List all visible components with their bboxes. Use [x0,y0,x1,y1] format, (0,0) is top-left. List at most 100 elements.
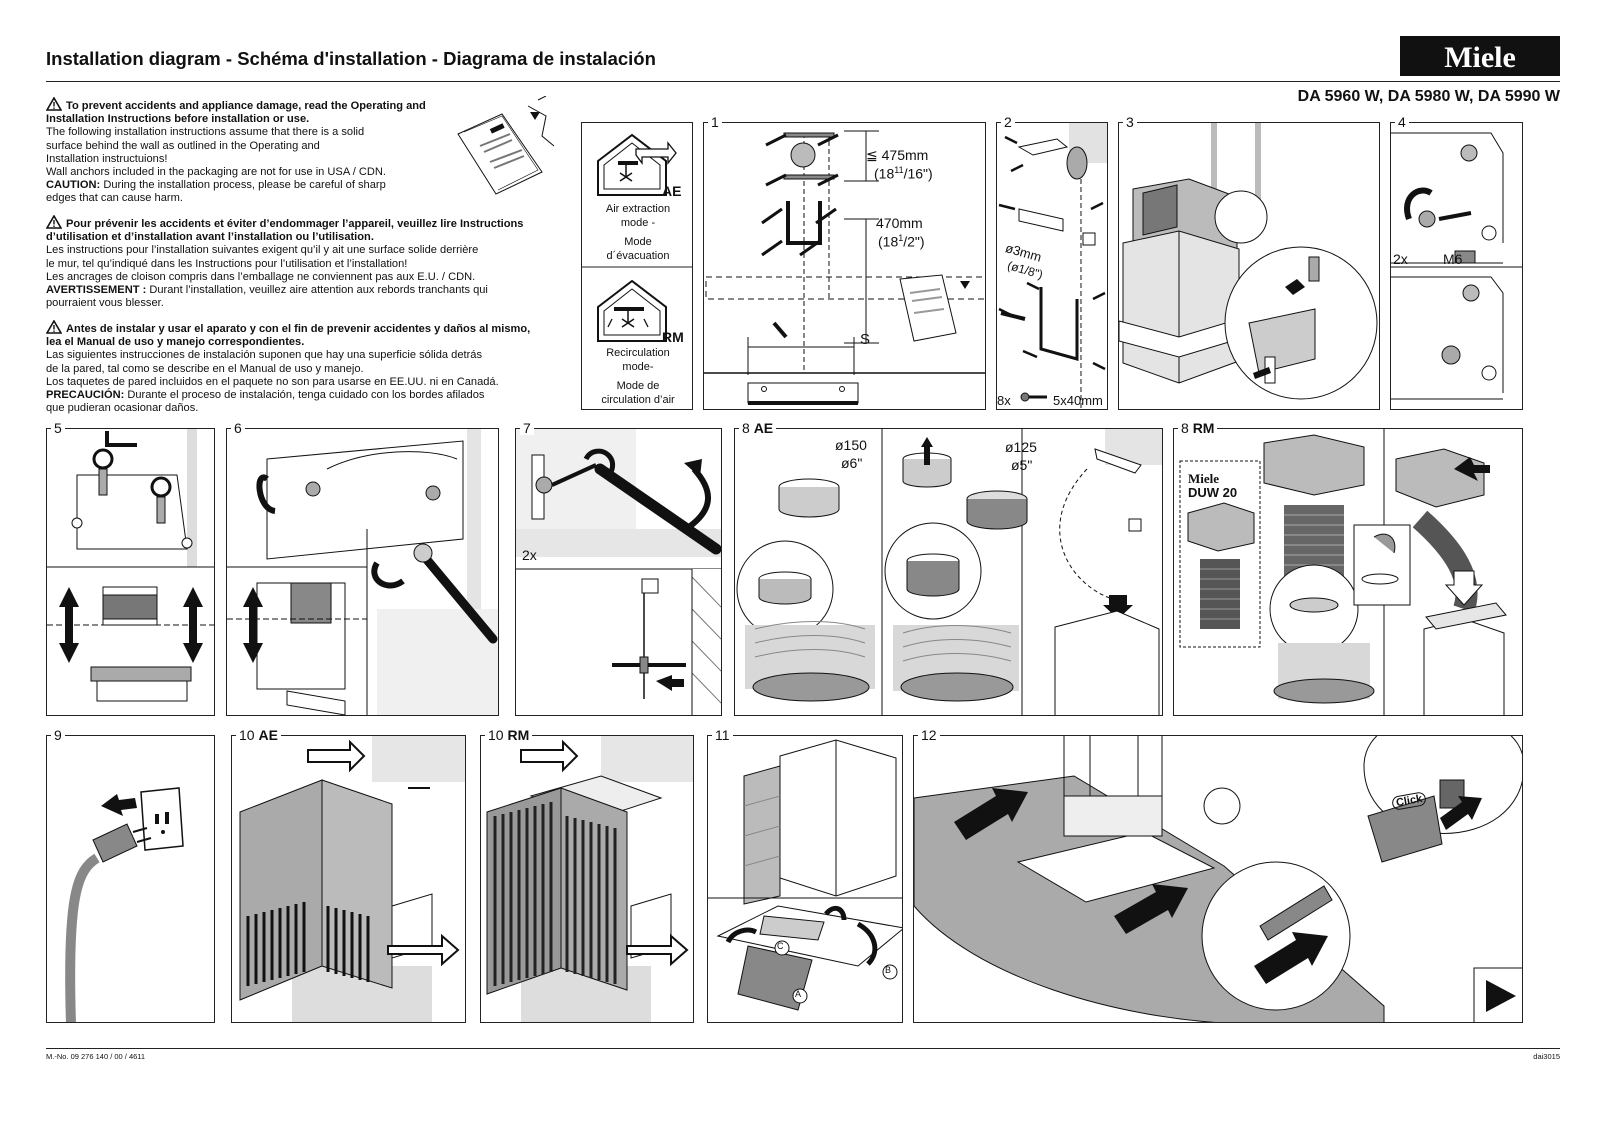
step-8-rm-panel: Miele DUW 20 [1173,428,1523,716]
step-3-panel [1118,122,1380,410]
step-5-panel [46,428,215,716]
warning-line: le mur, tel qu’indiqué dans les Instruct… [46,257,408,270]
warning-line: surface behind the wall as outlined in t… [46,139,320,152]
mode-text: Recirculation [606,347,670,359]
mode-text: Air extraction [605,203,671,215]
step-12-illustration [914,736,1522,1022]
step-10-ae-panel [231,735,466,1023]
mode-text: mode - [620,216,656,229]
step-2-illustration [998,123,1107,409]
step-6-panel [226,428,499,716]
caution-label: PRECAUCIÓN: [46,389,125,402]
step-label: 10 AE [236,728,281,742]
step-4-illustration [1391,123,1522,400]
nut-quantity: 2x [1393,251,1408,267]
step-mode: RM [507,727,530,743]
step-1-panel: ≦ 475mm (1811/16") 470mm (181/2") S [703,122,986,410]
brand-text: Miele [1444,41,1516,74]
step-mode: AE [258,727,278,743]
step-number: 4 [1395,115,1409,129]
warning-line: Les ancrages de cloison compris dans l’e… [46,270,476,283]
miele-logo: Miele [1400,36,1560,76]
screw-quantity: 8x [997,393,1011,408]
warning-line: pourraient vous blesser. [46,297,164,310]
warning-line: de la pared, tal como se describe en el … [46,362,364,375]
step-11-illustration [708,739,902,1011]
mode-house-icons [582,133,692,342]
dimension-height-inches: (181/2") [878,233,925,250]
step-number: 7 [520,421,534,435]
step-6-illustration [227,429,498,715]
warning-line: Installation instructuions! [46,152,168,165]
step-9-illustration [65,787,184,1022]
step-3-illustration [1119,123,1378,400]
step-number: 9 [51,728,65,742]
dimension-max-height: ≦ 475mm [866,147,929,163]
warning-lead: d’utilisation et d’installation avant l’… [46,231,374,244]
mode-code-rm: RM [662,329,684,345]
step-11-panel: A B C [707,735,903,1023]
warning-line: que pudieran ocasionar daños. [46,402,199,415]
warning-french: Pour prévenir les accidents et éviter d’… [46,215,586,310]
footer-divider [46,1048,1560,1049]
model-numbers: DA 5960 W, DA 5980 W, DA 5990 W [1297,88,1560,105]
mode-legend-panel: AE Air extraction mode - Mode d´évacuati… [581,122,693,410]
warning-line: Las siguientes instrucciones de instalac… [46,349,483,362]
kit-brand: Miele [1188,471,1220,486]
step-number: 11 [712,728,733,742]
warning-lead: Pour prévenir les accidents et éviter d’… [66,218,524,230]
mode-text: mode- [622,360,654,373]
step-number: 3 [1123,115,1137,129]
step-label: 8 AE [739,420,777,436]
warning-line: Los taquetes de pared incluidos en el pa… [46,375,499,388]
nut-size: M6 [1443,251,1463,267]
step-7-illustration [516,429,721,715]
dim-text: 11 [894,165,904,175]
step-1-illustration [704,130,985,405]
caution-text: Durant l’installation, veuillez aire att… [146,284,488,297]
warning-english: To prevent accidents and appliance damag… [46,97,586,206]
warning-spanish: Antes de instalar y usar el aparato y co… [46,320,586,415]
duct-diameter-inches: ø6" [841,455,863,471]
step-mode: AE [753,420,774,436]
step-number: 5 [51,421,65,435]
callout-c: C [777,941,784,951]
step-9-panel [46,735,215,1023]
caution-label: AVERTISSEMENT : [46,284,147,297]
step-number: 8 [1181,420,1189,436]
step-12-panel: Click [913,735,1523,1023]
dimension-max-height-inches: (1811/16") [874,165,933,182]
step-number: 6 [231,421,245,435]
quantity-label: 2x [522,547,537,563]
warning-icon [46,215,62,229]
dim-text: 1 [898,233,904,243]
step-5-illustration [47,429,214,702]
dimension-height: 470mm [876,215,923,231]
step-number: 2 [1001,115,1015,129]
warning-line: The following installation instructions … [46,126,365,139]
mode-description-ae: Air extraction mode - Mode d´évacuation [582,203,692,263]
mode-text: circulation d’air [601,393,675,406]
step-label: 10 RM [485,727,533,743]
step-8-ae-panel: ø150 ø6" ø125 ø5" [734,428,1163,716]
mode-text: Mode de [616,380,660,392]
step-mode: RM [1192,420,1215,436]
mode-code-ae: AE [662,183,682,199]
duct-diameter-mm: ø125 [1005,439,1037,455]
mode-text: Mode [624,236,652,248]
screw-size: 5x40mm [1053,393,1103,408]
step-2-panel: ø3mm (ø1/8") 8x 5x40mm [996,122,1108,410]
drawing-code: dai3015 [1533,1052,1560,1061]
warning-lead: Antes de instalar y usar el aparato y co… [66,323,531,335]
warning-icon [46,97,62,111]
step-number: 10 [239,727,255,743]
kit-name: DUW 20 [1188,485,1238,500]
warning-lead: To prevent accidents and appliance damag… [66,100,426,112]
warning-icon [46,320,62,334]
mode-text: d´évacuation [606,249,670,262]
dim-text: (18 [874,165,895,182]
warning-line: Les instructions pour l’installation sui… [46,244,479,257]
step-7-panel: 2x [515,428,722,716]
callout-b: B [885,965,892,975]
dim-text: /2") [903,233,925,250]
